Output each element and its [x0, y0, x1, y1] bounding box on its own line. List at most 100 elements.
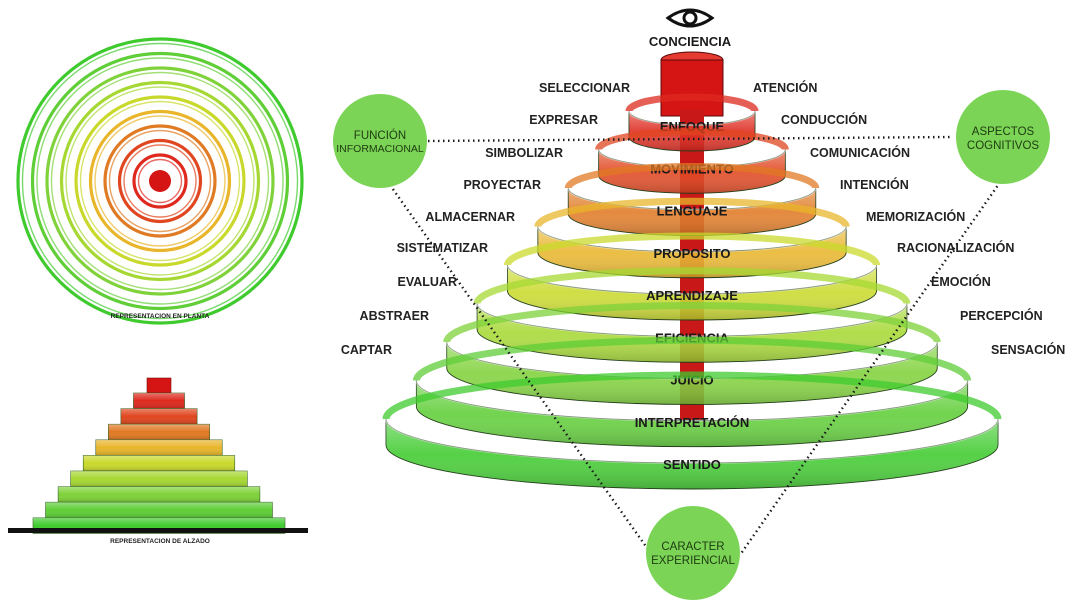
plan-ring — [59, 80, 261, 282]
connector-left-diagonal — [389, 184, 653, 556]
left-label: ALMACERNAR — [425, 210, 515, 224]
connector-lines — [389, 135, 1004, 556]
plan-ring-inner — [94, 115, 226, 247]
ring-top-lip — [567, 187, 817, 211]
plan-ring — [74, 95, 246, 267]
main-pyramid: ENFOQUEMOVIMIENTOLENGUAJEPROPOSITOAPREND… — [382, 51, 1002, 490]
ring-back-rim — [504, 232, 880, 266]
circle-line2: INFORMACIONAL — [336, 143, 424, 155]
ring-shade — [386, 419, 998, 489]
ring-back-rim — [625, 93, 759, 112]
right-label: MEMORIZACIÓN — [866, 209, 965, 224]
ring-shade — [446, 342, 938, 405]
right-label: RACIONALIZACIÓN — [897, 240, 1014, 255]
plan-ring-inner — [137, 158, 183, 204]
ring-shade — [568, 188, 816, 236]
elevation-step-shade — [108, 424, 210, 440]
circle-shape — [956, 90, 1050, 184]
elevation-view — [32, 377, 286, 534]
connector-horizontal — [427, 135, 951, 143]
ground-line — [8, 528, 308, 533]
plan-ring — [117, 138, 203, 224]
left-label: EVALUAR — [398, 275, 458, 289]
band-label: PROPOSITO — [653, 246, 730, 261]
band-label: LENGUAJE — [657, 204, 728, 219]
circle-line1: ASPECTOS — [972, 126, 1035, 138]
band-label: SENTIDO — [663, 457, 721, 472]
plan-ring — [132, 153, 188, 209]
ring-back-rim — [564, 163, 820, 189]
circle-line1: FUNCIÓN — [354, 129, 406, 142]
ring-top-lip — [628, 110, 756, 126]
plan-ring-inner — [108, 129, 212, 233]
ring-back-rim — [473, 267, 911, 305]
circle-line1: CARACTER — [661, 541, 724, 553]
pyramid-ring: JUICIO — [443, 302, 941, 405]
circle-aspectos-cognitivos: ASPECTOS COGNITIVOS — [956, 90, 1050, 184]
right-label: PERCEPCIÓN — [960, 308, 1043, 323]
core-column — [660, 59, 724, 117]
right-label: EMOCIÓN — [931, 274, 991, 289]
elevation-step-shade — [120, 408, 198, 425]
ring-back-rim — [412, 336, 972, 381]
circle-line2: COGNITIVOS — [967, 140, 1040, 152]
circle-funcion-informacional: FUNCIÓN INFORMACIONAL — [333, 94, 427, 188]
left-label: ABSTRAER — [360, 309, 429, 323]
band-label: APRENDIZAJE — [646, 288, 738, 303]
ring-back-rim — [595, 128, 789, 151]
right-label: SENSACIÓN — [991, 342, 1065, 357]
elevation-step-shade — [58, 486, 260, 503]
plan-ring — [103, 124, 217, 238]
top-title: CONCIENCIA — [649, 34, 732, 49]
circle-shape — [646, 506, 740, 600]
plan-ring-inner — [36, 57, 284, 305]
ring-shade — [598, 149, 786, 194]
elevation-step-shade — [133, 393, 185, 409]
plan-ring — [30, 51, 290, 311]
ring-top-lip — [385, 418, 999, 464]
ring-shade — [537, 226, 847, 278]
right-label: COMUNICACIÓN — [810, 145, 910, 160]
ring-top-lip — [506, 264, 878, 295]
left-label: SISTEMATIZAR — [397, 241, 488, 255]
elevation-core — [146, 377, 172, 394]
right-label: CONDUCCIÓN — [781, 112, 867, 127]
elevation-step-shade — [45, 502, 273, 518]
plan-ring-inner — [21, 42, 299, 320]
plan-ring-inner — [50, 71, 270, 291]
left-label: SIMBOLIZAR — [485, 146, 563, 160]
right-labels: ATENCIÓN CONDUCCIÓN COMUNICACIÓN INTENCI… — [753, 80, 1065, 357]
pyramid-ring: PROPOSITO — [534, 197, 850, 279]
plan-ring-inner — [65, 86, 255, 276]
left-label: EXPRESAR — [529, 113, 598, 127]
elevation-step-shade — [95, 439, 223, 456]
plan-ring — [16, 37, 304, 325]
ring-top-lip — [415, 380, 969, 422]
eye-icon — [665, 8, 715, 28]
plan-caption: REPRESENTACION EN PLANTA — [111, 313, 210, 320]
elevation-step-shade — [83, 455, 235, 471]
ring-back-rim — [382, 371, 1002, 420]
ring-top-lip — [536, 226, 848, 253]
right-label: INTENCIÓN — [840, 177, 909, 192]
plan-ring-inner — [79, 100, 241, 262]
elevation-step-shade — [70, 471, 248, 487]
plan-ring — [45, 66, 275, 296]
ring-shade — [416, 380, 968, 447]
plan-ring-inner — [123, 144, 197, 218]
circle-line2: EXPERIENCIAL — [651, 555, 735, 567]
right-label: ATENCIÓN — [753, 80, 817, 95]
ring-back-rim — [534, 197, 850, 228]
elevation-caption: REPRESENTACION DE ALZADO — [110, 538, 210, 545]
plan-core — [149, 170, 171, 192]
circle-shape — [333, 94, 427, 188]
left-labels: SELECCIONAR EXPRESAR SIMBOLIZAR PROYECTA… — [341, 81, 630, 357]
pyramid-ring: SENTIDO — [382, 371, 1002, 490]
ring-shade — [477, 303, 907, 363]
left-label: CAPTAR — [341, 343, 392, 357]
left-label: PROYECTAR — [463, 178, 541, 192]
plan-view — [16, 37, 304, 325]
ring-back-rim — [443, 302, 941, 343]
left-label: SELECCIONAR — [539, 81, 630, 95]
